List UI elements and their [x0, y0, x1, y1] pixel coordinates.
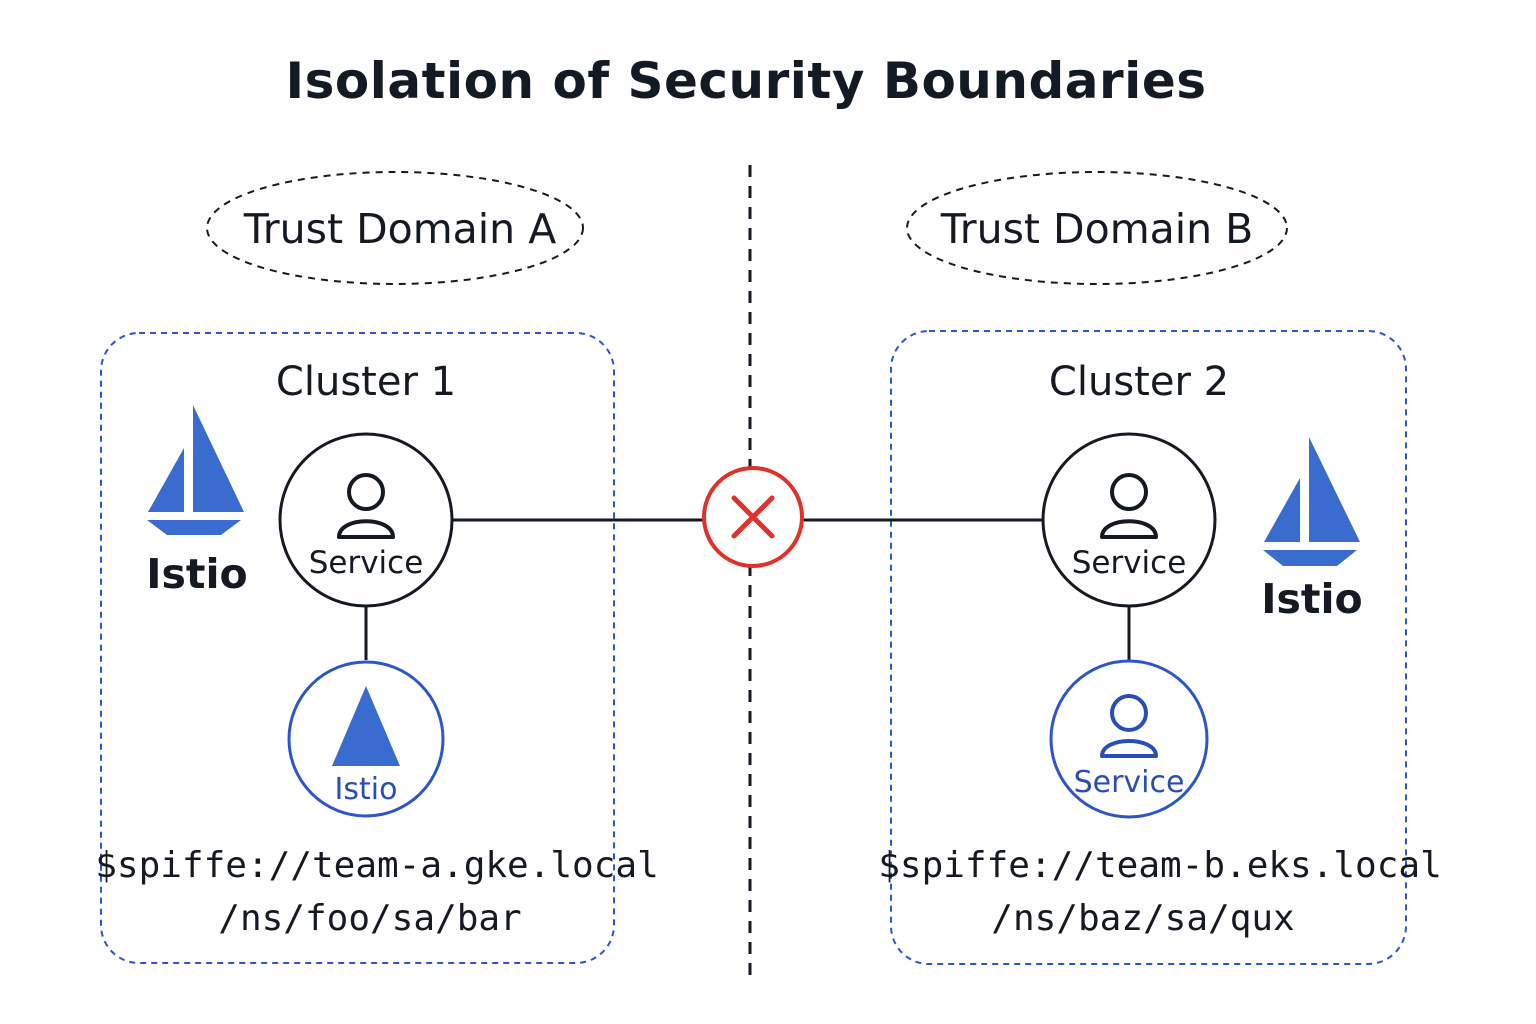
service-node-right-label: Service — [1072, 545, 1187, 581]
cluster-1-label: Cluster 1 — [276, 359, 456, 405]
spiffe-id-right-line1: $spiffe://team-b.eks.local — [878, 845, 1442, 886]
spiffe-id-left-line1: $spiffe://team-a.gke.local — [95, 845, 659, 886]
istio-sail-icon — [193, 405, 244, 512]
user-icon — [337, 473, 395, 539]
cluster-2-boundary — [890, 330, 1407, 965]
trust-domain-b-label: Trust Domain B — [940, 205, 1254, 253]
istio-sidecar-left-label: Istio — [335, 772, 398, 807]
user-icon — [1100, 694, 1158, 758]
service-node-left: Service — [278, 432, 454, 608]
istio-sidecar-left: Istio — [287, 660, 445, 818]
spiffe-id-right-line2: /ns/baz/sa/qux — [991, 898, 1294, 939]
trust-domain-a-label: Trust Domain A — [243, 205, 557, 253]
service-sidecar-right-label: Service — [1074, 765, 1185, 800]
diagram-title: Isolation of Security Boundaries — [285, 52, 1207, 110]
cluster-1-boundary — [100, 332, 615, 964]
istio-logo-left: Istio — [146, 405, 248, 598]
user-icon — [1100, 473, 1158, 539]
trust-domain-a: Trust Domain A — [206, 171, 584, 285]
spiffe-id-left-line2: /ns/foo/sa/bar — [218, 898, 521, 939]
istio-logo-left-label: Istio — [146, 550, 247, 598]
trust-domain-b: Trust Domain B — [906, 171, 1288, 285]
triangle-icon — [332, 686, 400, 766]
istio-sail-icon — [1309, 437, 1360, 542]
service-sidecar-right: Service — [1049, 659, 1209, 819]
istio-logo-right: Istio — [1261, 437, 1363, 623]
istio-logo-right-label: Istio — [1261, 575, 1362, 623]
service-node-left-label: Service — [309, 545, 424, 581]
blocked-connection-x-icon — [702, 466, 804, 568]
cluster-2-label: Cluster 2 — [1049, 359, 1229, 405]
service-node-right: Service — [1041, 432, 1217, 608]
